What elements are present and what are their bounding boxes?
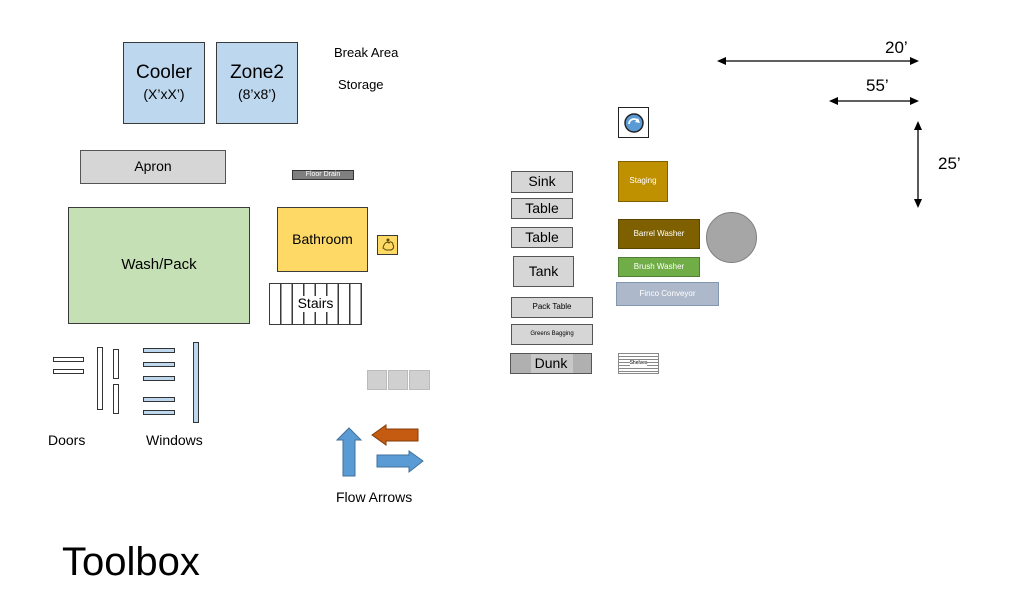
door-symbol [97,347,103,410]
staging-area[interactable]: Staging [618,161,668,202]
brush-washer[interactable]: Brush Washer [618,257,700,277]
dunk-label: Dunk [534,354,568,371]
dimension-arrow-55 [829,97,919,105]
window-symbol [193,342,199,423]
cooler-size: (X’xX’) [143,86,185,103]
door-symbol [53,357,84,362]
wash-pack-area[interactable]: Wash/Pack [68,207,250,324]
dimension-label-25: 25’ [938,154,961,173]
break-area-label: Break Area [334,45,399,60]
flow-arrow-left [371,424,419,446]
tank-station[interactable]: Tank [513,256,574,287]
sink-station[interactable]: Sink [511,171,573,193]
greens-bagging-station[interactable]: Greens Bagging [511,324,593,345]
pack-table-label: Pack Table [532,302,572,312]
windows-label: Windows [146,432,203,448]
bathroom-room[interactable]: Bathroom [277,207,368,272]
door-symbol [53,369,84,374]
table-label: Table [525,228,559,245]
window-symbol [143,348,175,353]
barrel-washer-label: Barrel Washer [633,228,685,238]
tile-block[interactable] [388,370,408,390]
apron-area[interactable]: Apron [80,150,226,184]
handwash-icon [382,238,395,251]
conveyor[interactable]: Finco Conveyor [616,282,719,306]
zone2-label: Zone2 [230,62,284,84]
cooler-room[interactable]: Cooler (X’xX’) [123,42,205,124]
sink-label: Sink [528,173,556,190]
recycle-bin[interactable] [618,107,649,138]
table-station[interactable]: Table [511,198,573,219]
tile-block[interactable] [409,370,430,390]
window-symbol [143,410,175,415]
dimension-arrow-20 [717,57,919,65]
pack-table[interactable]: Pack Table [511,297,593,318]
zone2-room[interactable]: Zone2 (8’x8’) [216,42,298,124]
flow-arrow-right [376,450,424,474]
door-symbol [113,384,119,414]
stairs[interactable]: Stairs [269,283,362,325]
door-symbol [113,349,119,379]
flow-arrow-up [335,427,363,477]
stairs-label: Stairs [295,295,336,312]
greens-bagging-label: Greens Bagging [530,331,574,338]
window-symbol [143,397,175,402]
staging-label: Staging [629,176,657,186]
recycle-icon [623,112,644,133]
table-label: Table [525,199,559,216]
storage-label: Storage [338,77,384,92]
apron-label: Apron [134,158,172,175]
dimension-label-55: 55’ [866,76,889,95]
window-symbol [143,376,175,381]
shelves-unit[interactable]: Shelves [618,353,659,374]
zone2-size: (8’x8’) [237,86,277,103]
flow-arrows-label: Flow Arrows [336,489,413,505]
doors-label: Doors [48,432,86,448]
bathroom-label: Bathroom [292,230,353,247]
window-symbol [143,362,175,367]
tank-label: Tank [528,262,559,279]
shelves-label: Shelves [629,359,648,367]
conveyor-label: Finco Conveyor [639,288,696,298]
tile-block[interactable] [367,370,387,390]
floor-drain[interactable]: Floor Drain [292,170,354,180]
round-tank[interactable] [706,212,757,263]
handwash-station[interactable] [377,235,398,255]
table-station[interactable]: Table [511,227,573,248]
cooler-label: Cooler [136,62,192,84]
wash-pack-label: Wash/Pack [121,256,197,274]
brush-washer-label: Brush Washer [633,261,685,271]
floor-drain-label: Floor Drain [305,171,341,179]
dimension-arrow-25 [914,121,922,208]
dunk-station[interactable]: Dunk [510,353,592,374]
barrel-washer[interactable]: Barrel Washer [618,219,700,249]
dimension-label-20: 20’ [885,38,908,57]
toolbox-title: Toolbox [62,540,200,584]
